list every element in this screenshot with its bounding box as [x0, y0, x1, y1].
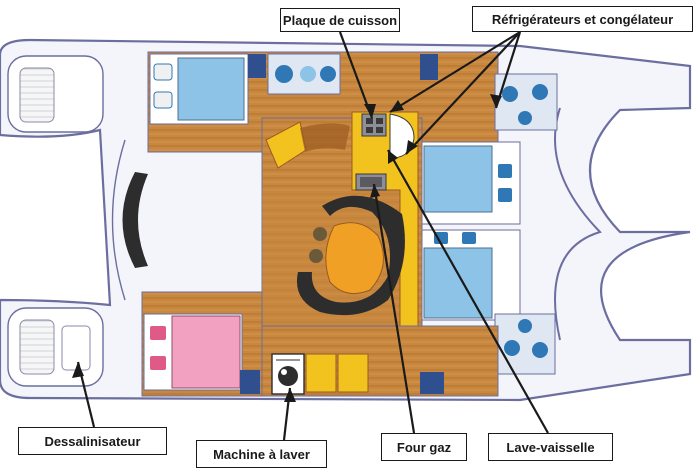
leader-fridge-3	[494, 31, 522, 109]
salon-table	[325, 222, 384, 295]
leader-lines	[76, 31, 549, 441]
label-cooktop: Plaque de cuisson	[280, 8, 400, 32]
leader-fridge-2	[405, 31, 521, 155]
label-dishwasher: Lave-vaisselle	[488, 433, 613, 461]
stern-steps-top	[7, 55, 104, 133]
label-gas-oven: Four gaz	[381, 433, 467, 461]
leader-fridge-1	[389, 31, 521, 113]
washing-machine-appliance	[271, 353, 305, 395]
cabin-right-top	[419, 141, 521, 225]
leader-dishwasher	[387, 149, 549, 434]
leader-cooktop	[338, 31, 374, 119]
cooktop-appliance	[361, 113, 387, 137]
leader-arrowheads	[72, 94, 502, 402]
label-fridge-freezer: Réfrigérateurs et congélateur	[472, 6, 693, 32]
bow-head-bottom	[494, 313, 556, 375]
cockpit-bench	[111, 139, 148, 301]
label-desalinator: Dessalinisateur	[18, 427, 167, 455]
settee	[296, 195, 405, 316]
leader-oven	[372, 183, 416, 434]
stern-steps-bottom	[7, 307, 104, 387]
label-washing-machine: Machine à laver	[196, 440, 327, 468]
bow-head-top	[494, 73, 558, 131]
gas-oven-appliance	[355, 173, 387, 191]
cabin-right-bottom	[419, 229, 521, 321]
